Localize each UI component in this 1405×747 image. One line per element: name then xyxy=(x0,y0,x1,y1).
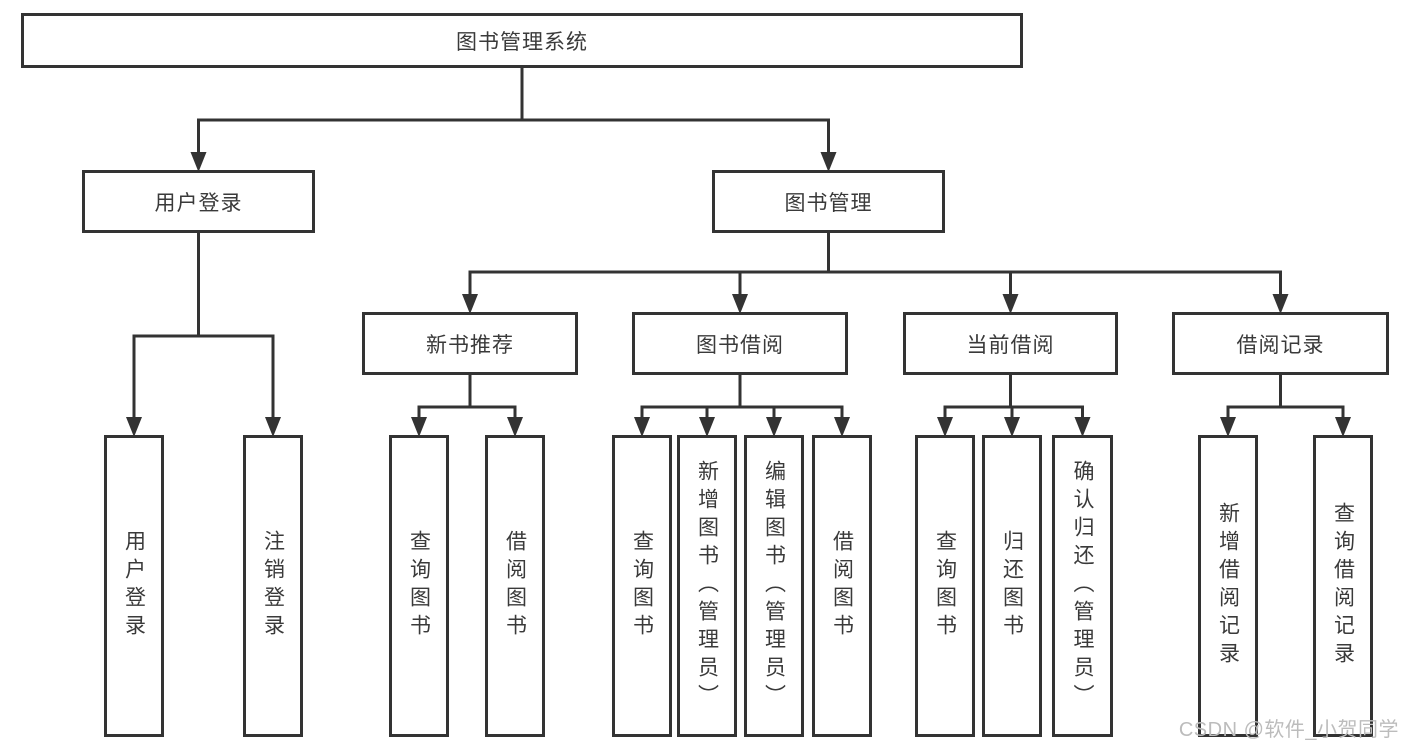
leaf-query-borrow-record[interactable]: 查询借阅记录 xyxy=(1313,435,1373,737)
arrow-down-icon xyxy=(1335,417,1351,437)
arrow-down-icon xyxy=(820,152,837,172)
arrow-down-icon xyxy=(265,417,281,437)
node-new-book-recommend[interactable]: 新书推荐 xyxy=(362,312,578,375)
arrow-down-icon xyxy=(766,417,782,437)
arrow-down-icon xyxy=(699,417,715,437)
arrow-down-icon xyxy=(411,417,427,437)
arrow-down-icon xyxy=(732,294,748,314)
node-book-management[interactable]: 图书管理 xyxy=(712,170,945,233)
leaf-add-borrow-record[interactable]: 新增借阅记录 xyxy=(1198,435,1258,737)
leaf-query-books-3[interactable]: 查询图书 xyxy=(915,435,975,737)
leaf-add-books-admin[interactable]: 新增图书（管理员） xyxy=(677,435,737,737)
arrow-down-icon xyxy=(1272,294,1289,314)
connector-borrow-to-leaves xyxy=(634,375,850,437)
leaf-query-books-1[interactable]: 查询图书 xyxy=(389,435,449,737)
node-root-system[interactable]: 图书管理系统 xyxy=(21,13,1023,68)
arrow-down-icon xyxy=(1002,294,1019,314)
node-user-login[interactable]: 用户登录 xyxy=(82,170,315,233)
arrow-down-icon xyxy=(634,417,650,437)
arrow-down-icon xyxy=(1220,417,1236,437)
connector-root-to-level2 xyxy=(190,68,837,172)
arrow-down-icon xyxy=(190,152,207,172)
arrow-down-icon xyxy=(937,417,953,437)
csdn-watermark: CSDN @软件_小贺同学 xyxy=(1178,719,1399,741)
connector-newbooks-to-leaves xyxy=(411,375,523,437)
leaf-logout[interactable]: 注销登录 xyxy=(243,435,303,737)
node-book-borrowing[interactable]: 图书借阅 xyxy=(632,312,848,375)
arrow-down-icon xyxy=(507,417,523,437)
arrow-down-icon xyxy=(834,417,850,437)
leaf-confirm-return-admin[interactable]: 确认归还（管理员） xyxy=(1052,435,1113,737)
arrow-down-icon xyxy=(462,294,478,314)
node-current-borrowing[interactable]: 当前借阅 xyxy=(903,312,1118,375)
leaf-borrow-books-1[interactable]: 借阅图书 xyxy=(485,435,545,737)
arrow-down-icon xyxy=(1004,417,1020,437)
connector-current-to-leaves xyxy=(937,375,1091,437)
connector-userlogin-to-leaves xyxy=(126,233,281,437)
connector-bookmgmt-to-level3 xyxy=(462,233,1289,314)
leaf-edit-books-admin[interactable]: 编辑图书（管理员） xyxy=(744,435,804,737)
arrow-down-icon xyxy=(1074,417,1091,437)
leaf-borrow-books-2[interactable]: 借阅图书 xyxy=(812,435,872,737)
leaf-query-books-2[interactable]: 查询图书 xyxy=(612,435,672,737)
leaf-return-books[interactable]: 归还图书 xyxy=(982,435,1042,737)
node-borrowing-records[interactable]: 借阅记录 xyxy=(1172,312,1389,375)
connector-records-to-leaves xyxy=(1220,375,1351,437)
arrow-down-icon xyxy=(126,417,142,437)
leaf-user-login[interactable]: 用户登录 xyxy=(104,435,164,737)
